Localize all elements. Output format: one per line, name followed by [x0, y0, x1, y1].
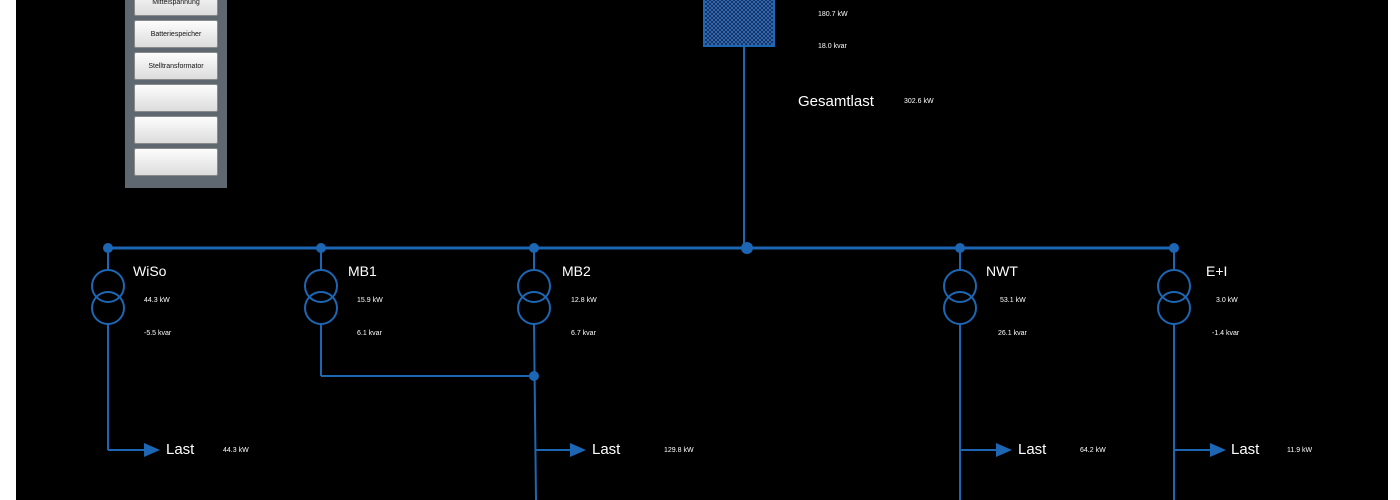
feeder-ei-p: 3.0 kW — [1216, 297, 1238, 304]
stelltransformator-button[interactable]: Stelltransformator — [134, 52, 218, 80]
feeder-wiso-p: 44.3 kW — [144, 297, 170, 304]
bus-node-mb2 — [529, 243, 539, 253]
feeder-mb2-name: MB2 — [562, 263, 591, 279]
nwt-load-arrow-icon — [996, 443, 1012, 457]
single-line-diagram — [91, 0, 1226, 500]
mb1-transformer-upper — [304, 269, 338, 303]
feeder-mb1-name: MB1 — [348, 263, 377, 279]
wiso-transformer-lower — [91, 291, 125, 325]
diagram-canvas: Mittelspannung Batteriespeicher Stelltra… — [16, 0, 1388, 500]
batteriespeicher-button[interactable]: Batteriespeicher — [134, 20, 218, 48]
mb1-transformer-lower — [304, 291, 338, 325]
feeder-mb2-p: 12.8 kW — [571, 297, 597, 304]
mittelspannung-button[interactable]: Mittelspannung — [134, 0, 218, 16]
feeder-nwt-name: NWT — [986, 263, 1018, 279]
load-wiso-label: Last — [166, 441, 195, 458]
supply-reactive-power: 18.0 kvar — [818, 43, 847, 50]
load-ei-value: 11.9 kW — [1287, 447, 1313, 454]
load-nwt-label: Last — [1018, 441, 1047, 458]
button-panel: Mittelspannung Batteriespeicher Stelltra… — [125, 0, 227, 188]
load-mb2-label: Last — [592, 441, 621, 458]
mb2-feeder-line — [533, 323, 537, 500]
feeder-nwt-p: 53.1 kW — [1000, 297, 1026, 304]
mb2-transformer-lower — [517, 291, 551, 325]
bus-node-wiso — [103, 243, 113, 253]
ei-load-arrow-icon — [1210, 443, 1226, 457]
coupling-node — [529, 371, 539, 381]
total-load-value: 302.6 kW — [904, 98, 934, 105]
wiso-transformer-upper — [91, 269, 125, 303]
feeder-mb1-p: 15.9 kW — [357, 297, 383, 304]
mb2-transformer-upper — [517, 269, 551, 303]
load-mb2-value: 129.8 kW — [664, 447, 694, 454]
supply-transformer-block — [703, 0, 775, 47]
bus-node-mb1 — [316, 243, 326, 253]
total-load-label: Gesamtlast — [798, 93, 874, 110]
empty-button-2[interactable] — [134, 116, 218, 144]
ei-transformer-lower — [1157, 291, 1191, 325]
bus-node-nwt — [955, 243, 965, 253]
wiso-load-arrow-icon — [144, 443, 160, 457]
nwt-transformer-lower — [943, 291, 977, 325]
nwt-transformer-upper — [943, 269, 977, 303]
feeder-wiso-q: -5.5 kvar — [144, 330, 172, 337]
load-ei-label: Last — [1231, 441, 1260, 458]
load-nwt-value: 64.2 kW — [1080, 447, 1106, 454]
feeder-nwt-q: 26.1 kvar — [998, 330, 1027, 337]
feeder-ei-q: -1.4 kvar — [1212, 330, 1240, 337]
mb2-load-arrow-icon — [570, 443, 586, 457]
ei-transformer-upper — [1157, 269, 1191, 303]
bus-node-ei — [1169, 243, 1179, 253]
feeder-ei-name: E+I — [1206, 263, 1228, 279]
load-wiso-value: 44.3 kW — [223, 447, 249, 454]
feeder-mb1-q: 6.1 kvar — [357, 330, 382, 337]
feeder-wiso-name: WiSo — [133, 263, 167, 279]
empty-button-1[interactable] — [134, 84, 218, 112]
empty-button-3[interactable] — [134, 148, 218, 176]
supply-active-power: 180.7 kW — [818, 11, 848, 18]
feeder-mb2-q: 6.7 kvar — [571, 330, 596, 337]
bus-node-supply — [741, 242, 753, 254]
